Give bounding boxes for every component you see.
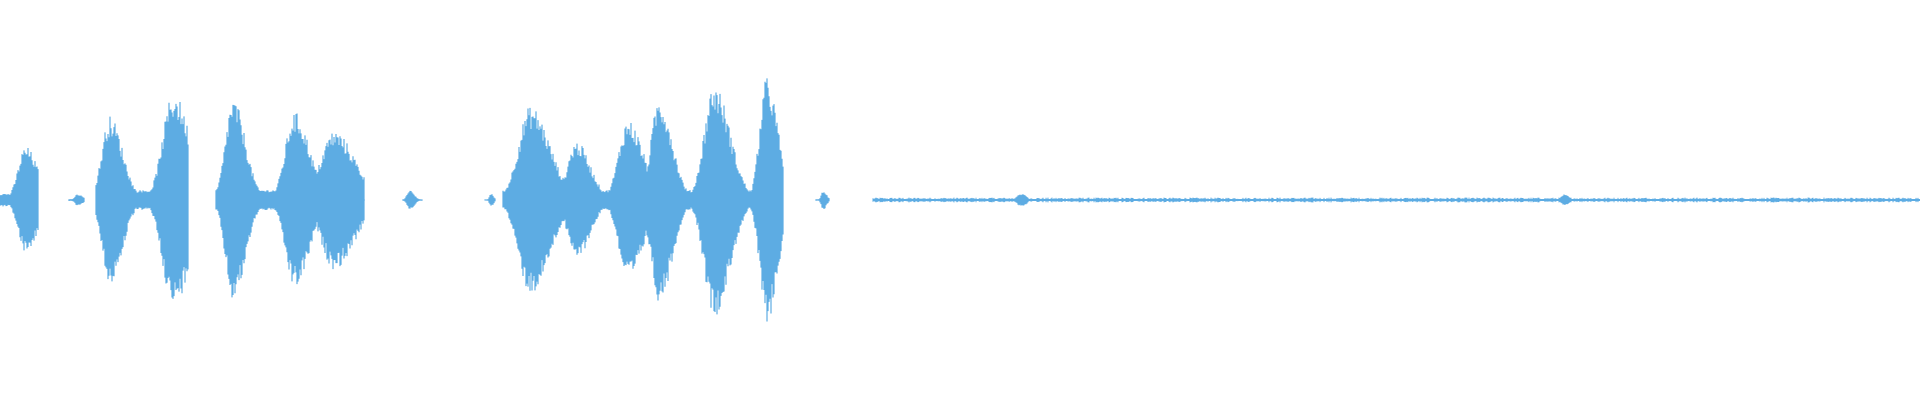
- waveform-segment-blip-5: [815, 192, 830, 210]
- waveform-segment-blip-3: [402, 190, 423, 209]
- waveform-segment-blip-1: [0, 147, 39, 251]
- waveform-segment-word-3: [502, 78, 784, 322]
- waveform-segment-blip-2: [68, 194, 85, 206]
- waveform-segment-blip-7: [1558, 194, 1571, 206]
- waveform-segment-blip-6: [1010, 194, 1028, 206]
- waveform-segment-word-2: [215, 104, 365, 298]
- waveform-segment-word-1: [95, 102, 189, 299]
- noise-floor-detail: [872, 197, 1920, 203]
- waveform-segment-blip-4: [484, 194, 496, 206]
